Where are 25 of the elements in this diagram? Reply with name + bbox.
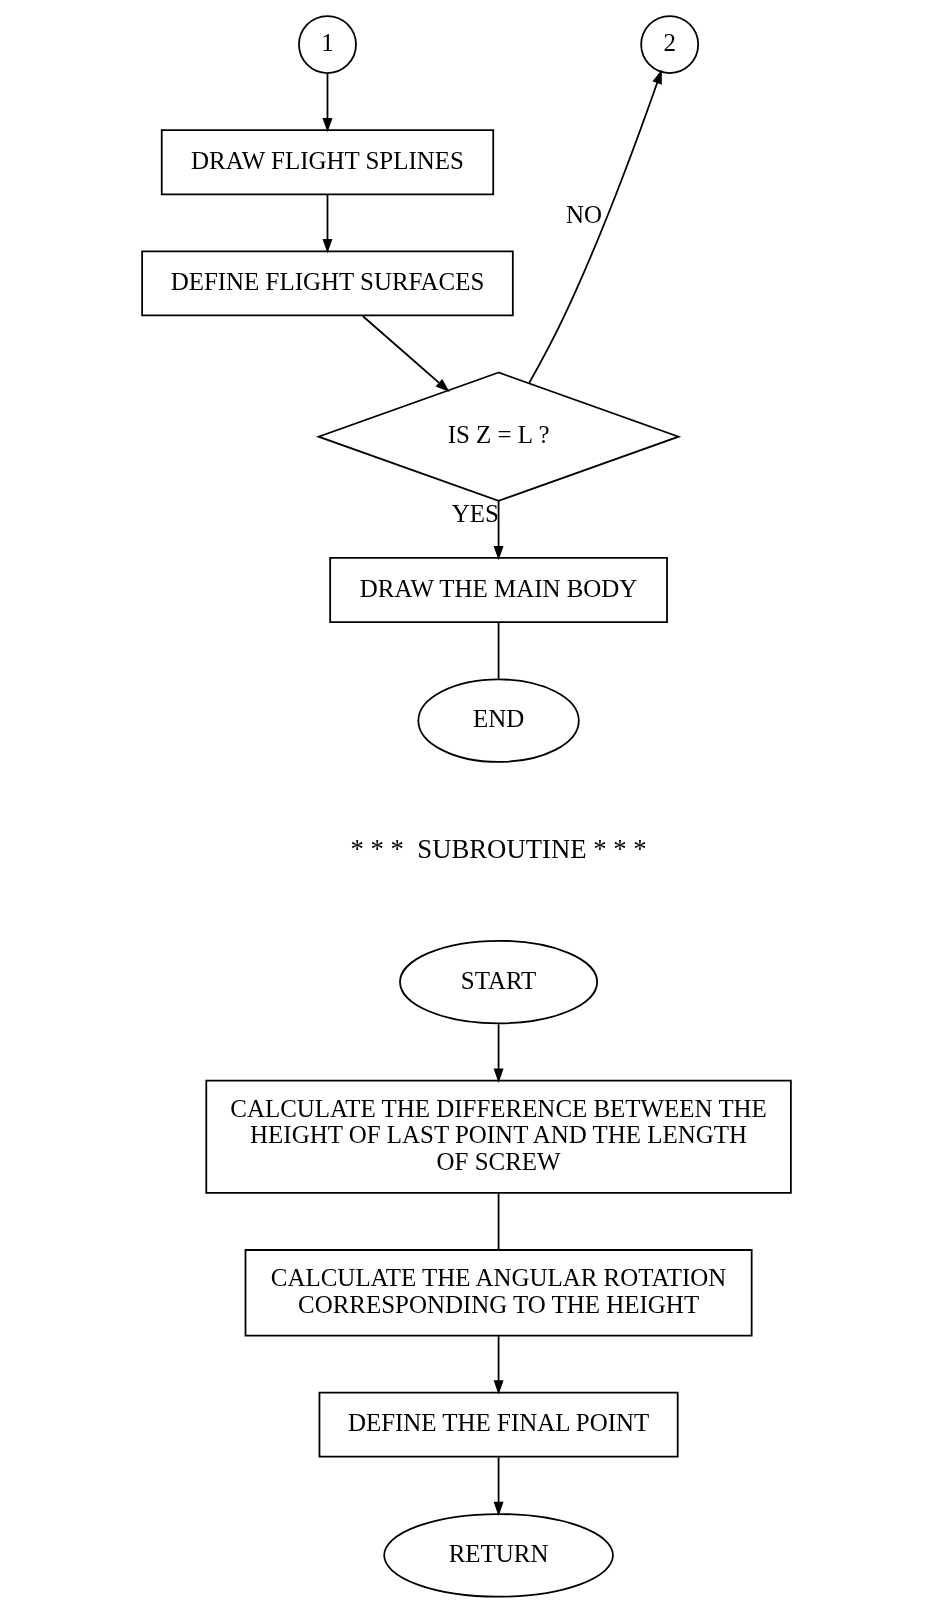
arrow	[493, 1334, 504, 1395]
node-ellipse: START	[399, 939, 599, 1025]
edge-label: NO	[565, 201, 602, 229]
connector	[497, 621, 500, 680]
node-ellipse: RETURN	[383, 1513, 614, 1598]
node-box: DRAW THE MAIN BODY	[329, 557, 668, 623]
arrow	[493, 500, 504, 561]
arrow	[493, 1023, 504, 1083]
node-box: DEFINE FLIGHT SURFACES	[141, 250, 514, 317]
arrow	[493, 1456, 504, 1517]
arrow	[528, 69, 662, 384]
node-box: CALCULATE THE ANGULAR ROTATION CORRESPONDING TO THE HEIGHT	[244, 1249, 753, 1337]
node-diamond: IS Z = L ?	[315, 371, 682, 502]
arrow	[322, 194, 333, 254]
node-circle: 1	[298, 15, 357, 74]
node-box: DRAW FLIGHT SPLINES	[160, 129, 495, 196]
node-circle: 2	[640, 15, 700, 74]
node-ellipse: END	[417, 678, 580, 763]
arrow	[362, 315, 450, 393]
node-box: CALCULATE THE DIFFERENCE BETWEEN THE HEIGHT OF LAST POINT AND THE LENGTH OF SCREW	[205, 1079, 792, 1194]
arrow	[322, 72, 333, 133]
edge-label: YES	[451, 500, 499, 528]
connector	[497, 1192, 500, 1251]
label: * * * SUBROUTINE * * *	[350, 833, 647, 864]
node-box: DEFINE THE FINAL POINT	[318, 1391, 679, 1458]
